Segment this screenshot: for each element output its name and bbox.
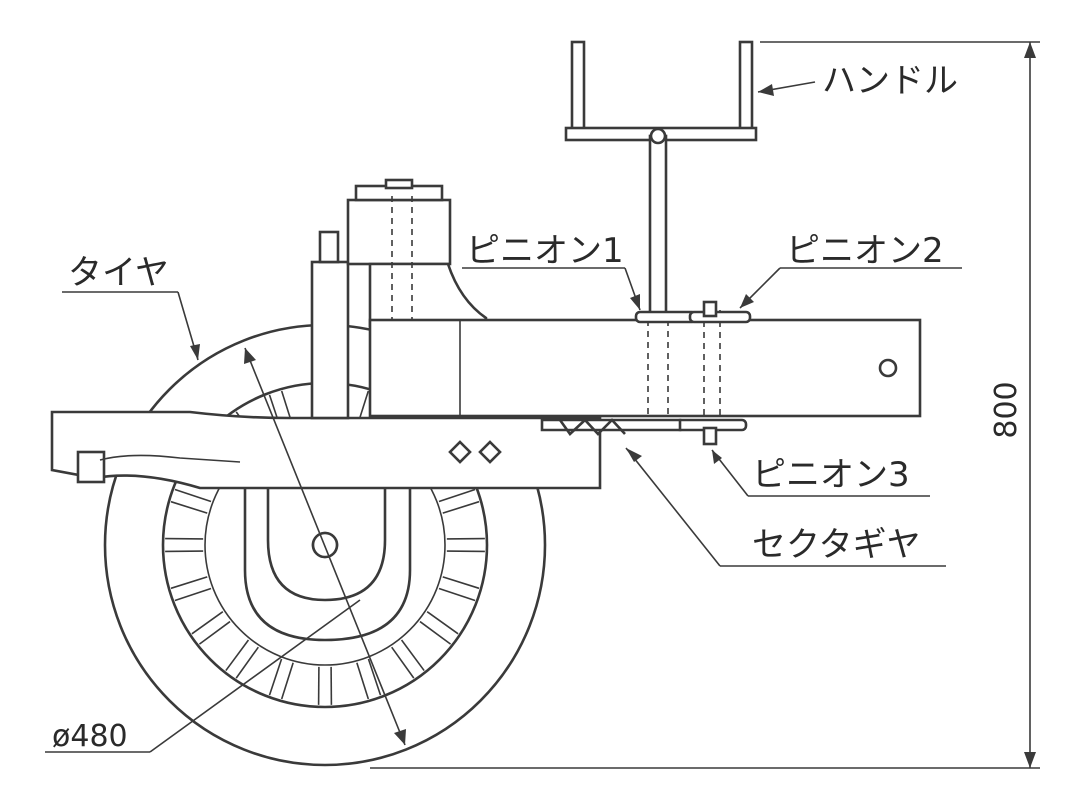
spoke-line — [367, 658, 382, 696]
spoke-line — [225, 639, 250, 672]
bolt-icon — [448, 440, 502, 464]
spoke-line — [268, 658, 283, 696]
base-frame — [50, 410, 602, 490]
pinion-gear-2 — [688, 310, 752, 324]
spoke-line — [198, 620, 231, 645]
spoke-line — [191, 611, 224, 635]
spoke-line — [400, 639, 425, 672]
height-dimension: 800 — [370, 41, 1040, 769]
spoke-line — [174, 587, 212, 602]
main-beam — [368, 310, 922, 430]
spoke-line — [170, 500, 208, 514]
spoke-line — [235, 646, 259, 679]
sector-gear-callout: セクタギヤ — [625, 447, 946, 567]
pinion3-label: ピニオン3 — [752, 455, 910, 495]
pinion-gear-1 — [634, 310, 698, 324]
tire-callout: タイヤ — [62, 253, 200, 361]
spoke-line — [170, 576, 208, 590]
handle — [564, 40, 758, 322]
handle-label: ハンドル — [822, 61, 958, 101]
spoke-line — [438, 488, 476, 503]
pinion2-label: ピニオン2 — [786, 231, 944, 271]
sector-gear-label: セクタギヤ — [752, 525, 921, 565]
spoke-line — [442, 500, 480, 514]
sector-gear — [540, 418, 682, 436]
spoke-line — [442, 576, 480, 590]
spoke-line — [419, 620, 452, 645]
pinion1-callout: ピニオン1 — [462, 231, 641, 311]
height-dimension-label: 800 — [989, 381, 1024, 438]
spoke-line — [438, 587, 476, 602]
pinion1-label: ピニオン1 — [466, 231, 624, 271]
spoke-line — [391, 646, 415, 679]
diameter-dimension: ø480 — [45, 347, 406, 754]
spoke-line — [356, 662, 370, 700]
pinion3-callout: ピニオン3 — [711, 449, 930, 497]
tire-label: タイヤ — [68, 253, 169, 293]
vertical-post — [310, 178, 488, 420]
handle-callout: ハンドル — [757, 61, 958, 101]
pinion2-callout: ピニオン2 — [739, 231, 962, 309]
spoke-line — [426, 611, 459, 635]
diameter-label: ø480 — [52, 719, 128, 754]
spoke-line — [280, 662, 294, 700]
spoke-line — [174, 488, 212, 503]
axle-fork — [243, 480, 412, 642]
